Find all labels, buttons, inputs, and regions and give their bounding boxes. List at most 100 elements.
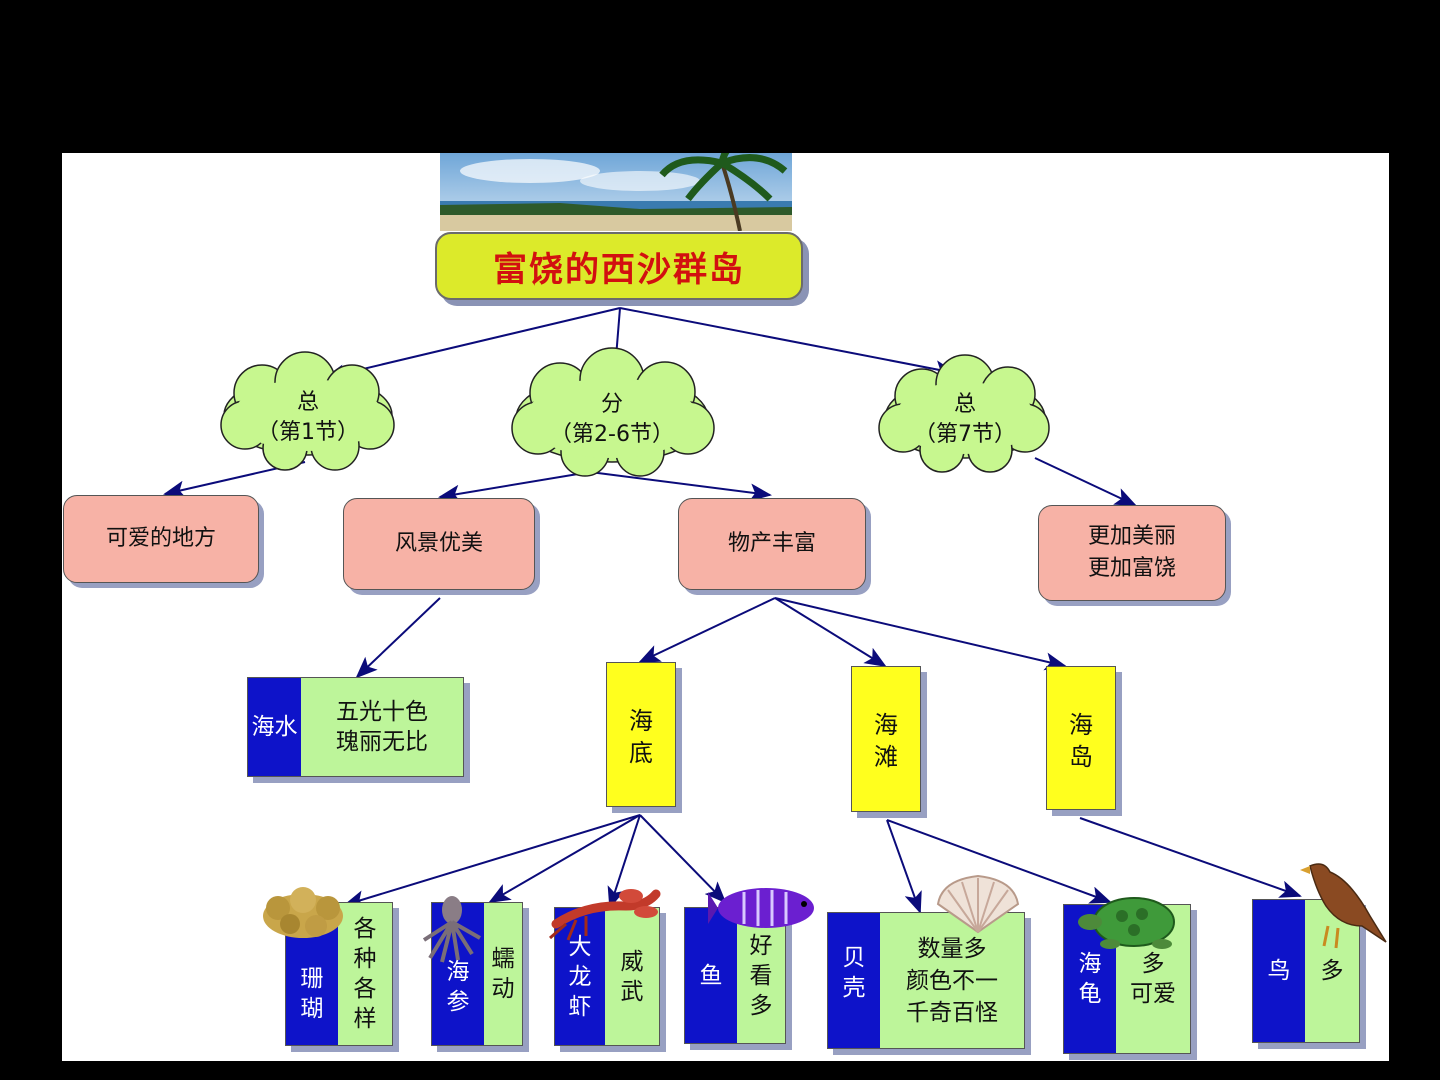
fish-picture [708, 888, 814, 928]
node-more-beautiful: 更加美丽 更加富饶 [1038, 505, 1226, 601]
shell-name-1: 贝 [842, 944, 866, 971]
arrow-cloud2-scenery [438, 471, 591, 503]
beach-char-2: 滩 [874, 743, 898, 771]
turtle-picture [1078, 897, 1175, 949]
beach-char-1: 海 [874, 711, 898, 739]
shell-desc: 数量多 颜色不一 千奇百怪 [880, 913, 1024, 1048]
fish-desc-2: 看 [749, 962, 773, 989]
shell-name-2: 壳 [842, 974, 866, 1001]
seabed-char-2: 底 [629, 739, 653, 767]
seawater-name: 海水 [248, 678, 301, 776]
lobster-name-3: 虾 [568, 993, 592, 1020]
node-bird: 鸟 多 [1252, 899, 1360, 1043]
lobster-desc-2: 武 [620, 978, 644, 1005]
arrow-seabed-coral [343, 814, 641, 908]
shell-picture [936, 874, 1020, 934]
arrow-scenery-seawater [355, 597, 441, 679]
arrow-title-left [323, 307, 621, 383]
node-lovely-place: 可爱的地方 [63, 495, 259, 583]
turtle-name-2: 龟 [1078, 981, 1102, 1007]
cloud-left-bottom: （第1节） [257, 420, 359, 445]
lobster-name-2: 龙 [568, 963, 592, 990]
fish-desc: 好 看 多 [737, 908, 785, 1043]
node-rich-products: 物产丰富 [678, 498, 866, 590]
turtle-desc: 多 可爱 [1116, 905, 1190, 1053]
node-lobster: 大 龙 虾 威 武 [554, 907, 660, 1046]
lobster-desc-1: 威 [620, 948, 644, 975]
node-beach: 海 滩 [851, 666, 921, 812]
coral-desc-1: 各 [353, 916, 377, 942]
arrow-produce-seabed [638, 597, 776, 663]
cloud-middle-bottom: （第2-6节） [550, 422, 674, 447]
arrow-seabed-fish [639, 814, 727, 904]
coral-name-2: 瑚 [300, 996, 324, 1022]
turtle-desc-2: 可爱 [1130, 981, 1176, 1007]
beach-photo [440, 153, 792, 231]
sea-cucumber-name-2: 参 [446, 988, 470, 1015]
lobster-desc: 威 武 [605, 908, 659, 1045]
diagram-title: 富饶的西沙群岛 [435, 232, 803, 300]
shell-name: 贝 壳 [828, 913, 880, 1048]
cloud-middle-top: 分 [600, 392, 623, 417]
shell-desc-1: 数量多 [917, 935, 987, 962]
arrow-beach-turtle [886, 819, 1112, 904]
turtle-name-1: 海 [1078, 951, 1102, 977]
cloud-shape-left [220, 351, 395, 471]
lobster-picture [549, 889, 661, 941]
arrow-title-right [619, 307, 957, 379]
lobster-name: 大 龙 虾 [555, 908, 605, 1045]
arrow-beach-shell [886, 819, 922, 914]
arrow-seabed-cucumber [488, 814, 641, 904]
fish-name: 鱼 [685, 908, 737, 1043]
turtle-desc-1: 多 [1141, 951, 1165, 977]
bird-picture [1300, 863, 1387, 949]
fish-desc-3: 多 [749, 992, 773, 1019]
lobster-name-1: 大 [568, 933, 592, 960]
arrow-produce-beach [774, 597, 887, 668]
cloud-node-left: 总 （第1节） [238, 388, 378, 448]
cloud-node-right: 总 （第7节） [895, 390, 1035, 450]
node-coral: 珊 瑚 各 种 各 样 [285, 902, 393, 1046]
arrow-island-bird [1079, 817, 1302, 898]
seawater-desc-line2: 瑰丽无比 [336, 729, 428, 755]
island-char-1: 海 [1069, 711, 1093, 739]
seawater-desc-line1: 五光十色 [336, 699, 428, 725]
cloud-right-top: 总 [953, 392, 976, 417]
shell-desc-2: 颜色不一 [906, 967, 998, 994]
node-more-beautiful-line1: 更加美丽 [1087, 524, 1176, 549]
coral-desc-4: 样 [353, 1006, 377, 1032]
coral-name-1: 珊 [300, 966, 324, 992]
sea-cucumber-desc-2: 动 [491, 976, 515, 1002]
node-beautiful-scenery: 风景优美 [343, 498, 535, 590]
node-seabed: 海 底 [606, 662, 676, 807]
arrow-cloud3-box [1034, 457, 1137, 506]
cloud-left-top: 总 [296, 390, 319, 415]
sea-cucumber-picture [422, 896, 481, 963]
arrow-cloud2-produce [589, 471, 772, 502]
coral-desc: 各 种 各 样 [338, 903, 392, 1045]
coral-picture [263, 887, 343, 938]
cloud-right-bottom: （第7节） [914, 422, 1016, 447]
fish-name-1: 鱼 [699, 962, 723, 989]
sea-cucumber-name-1: 海 [446, 958, 470, 985]
sea-cucumber-desc: 蠕 动 [484, 903, 522, 1045]
cloud-node-middle: 分 （第2-6节） [527, 390, 697, 450]
coral-desc-2: 种 [353, 946, 377, 972]
arrow-seabed-lobster [607, 814, 641, 909]
island-char-2: 岛 [1069, 743, 1093, 771]
node-shell: 贝 壳 数量多 颜色不一 千奇百怪 [827, 912, 1025, 1049]
arrow-produce-island [774, 597, 1067, 671]
node-more-beautiful-line2: 更加富饶 [1087, 556, 1176, 581]
node-seawater: 海水 五光十色 瑰丽无比 [247, 677, 464, 777]
seawater-desc: 五光十色 瑰丽无比 [301, 678, 463, 776]
cloud-shape-middle [511, 347, 715, 477]
node-sea-cucumber: 海 参 蠕 动 [431, 902, 523, 1046]
cloud-shape-right [878, 354, 1050, 473]
node-island: 海 岛 [1046, 666, 1116, 810]
shell-desc-3: 千奇百怪 [906, 999, 998, 1026]
seabed-char-1: 海 [629, 707, 653, 735]
bird-desc-1: 多 [1320, 958, 1344, 984]
fish-desc-1: 好 [749, 932, 773, 959]
bird-name-1: 鸟 [1267, 958, 1291, 984]
